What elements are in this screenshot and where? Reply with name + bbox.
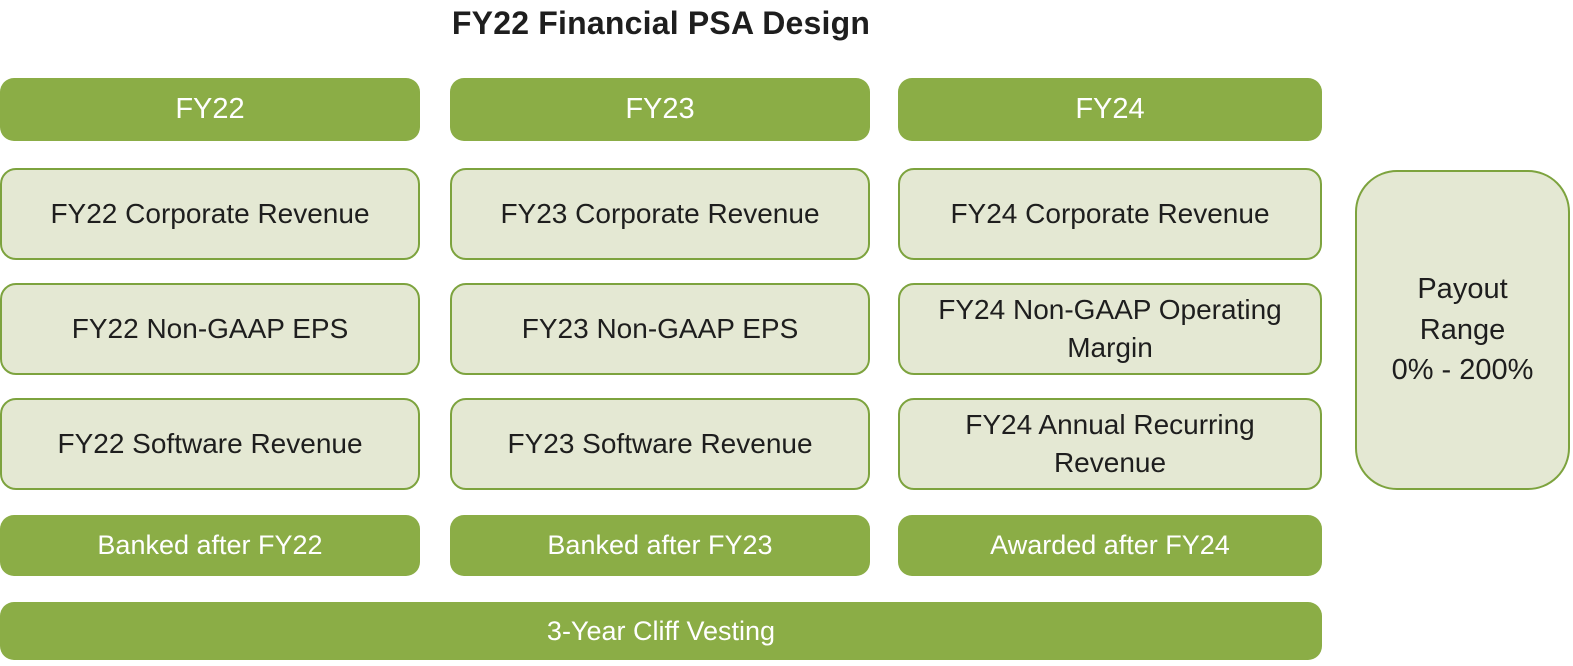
column-header-fy23: FY23 — [450, 78, 870, 141]
metric-box-fy22-corporate-revenue: FY22 Corporate Revenue — [0, 168, 420, 260]
diagram-title: FY22 Financial PSA Design — [451, 4, 871, 41]
metric-box-fy22-software-revenue: FY22 Software Revenue — [0, 398, 420, 490]
footer-bar-awarded-fy24: Awarded after FY24 — [898, 515, 1322, 576]
payout-range-box: Payout Range 0% - 200% — [1355, 170, 1570, 490]
footer-bar-banked-fy23: Banked after FY23 — [450, 515, 870, 576]
metric-box-fy24-corporate-revenue: FY24 Corporate Revenue — [898, 168, 1322, 260]
footer-bar-banked-fy22: Banked after FY22 — [0, 515, 420, 576]
metric-box-fy23-software-revenue: FY23 Software Revenue — [450, 398, 870, 490]
metric-box-fy24-operating-margin: FY24 Non-GAAP Operating Margin — [898, 283, 1322, 375]
metric-box-fy23-corporate-revenue: FY23 Corporate Revenue — [450, 168, 870, 260]
cliff-vesting-bar: 3-Year Cliff Vesting — [0, 602, 1322, 660]
metric-box-fy24-annual-recurring-revenue: FY24 Annual Recurring Revenue — [898, 398, 1322, 490]
metric-box-fy22-non-gaap-eps: FY22 Non-GAAP EPS — [0, 283, 420, 375]
metric-box-fy23-non-gaap-eps: FY23 Non-GAAP EPS — [450, 283, 870, 375]
column-header-fy22: FY22 — [0, 78, 420, 141]
column-header-fy24: FY24 — [898, 78, 1322, 141]
